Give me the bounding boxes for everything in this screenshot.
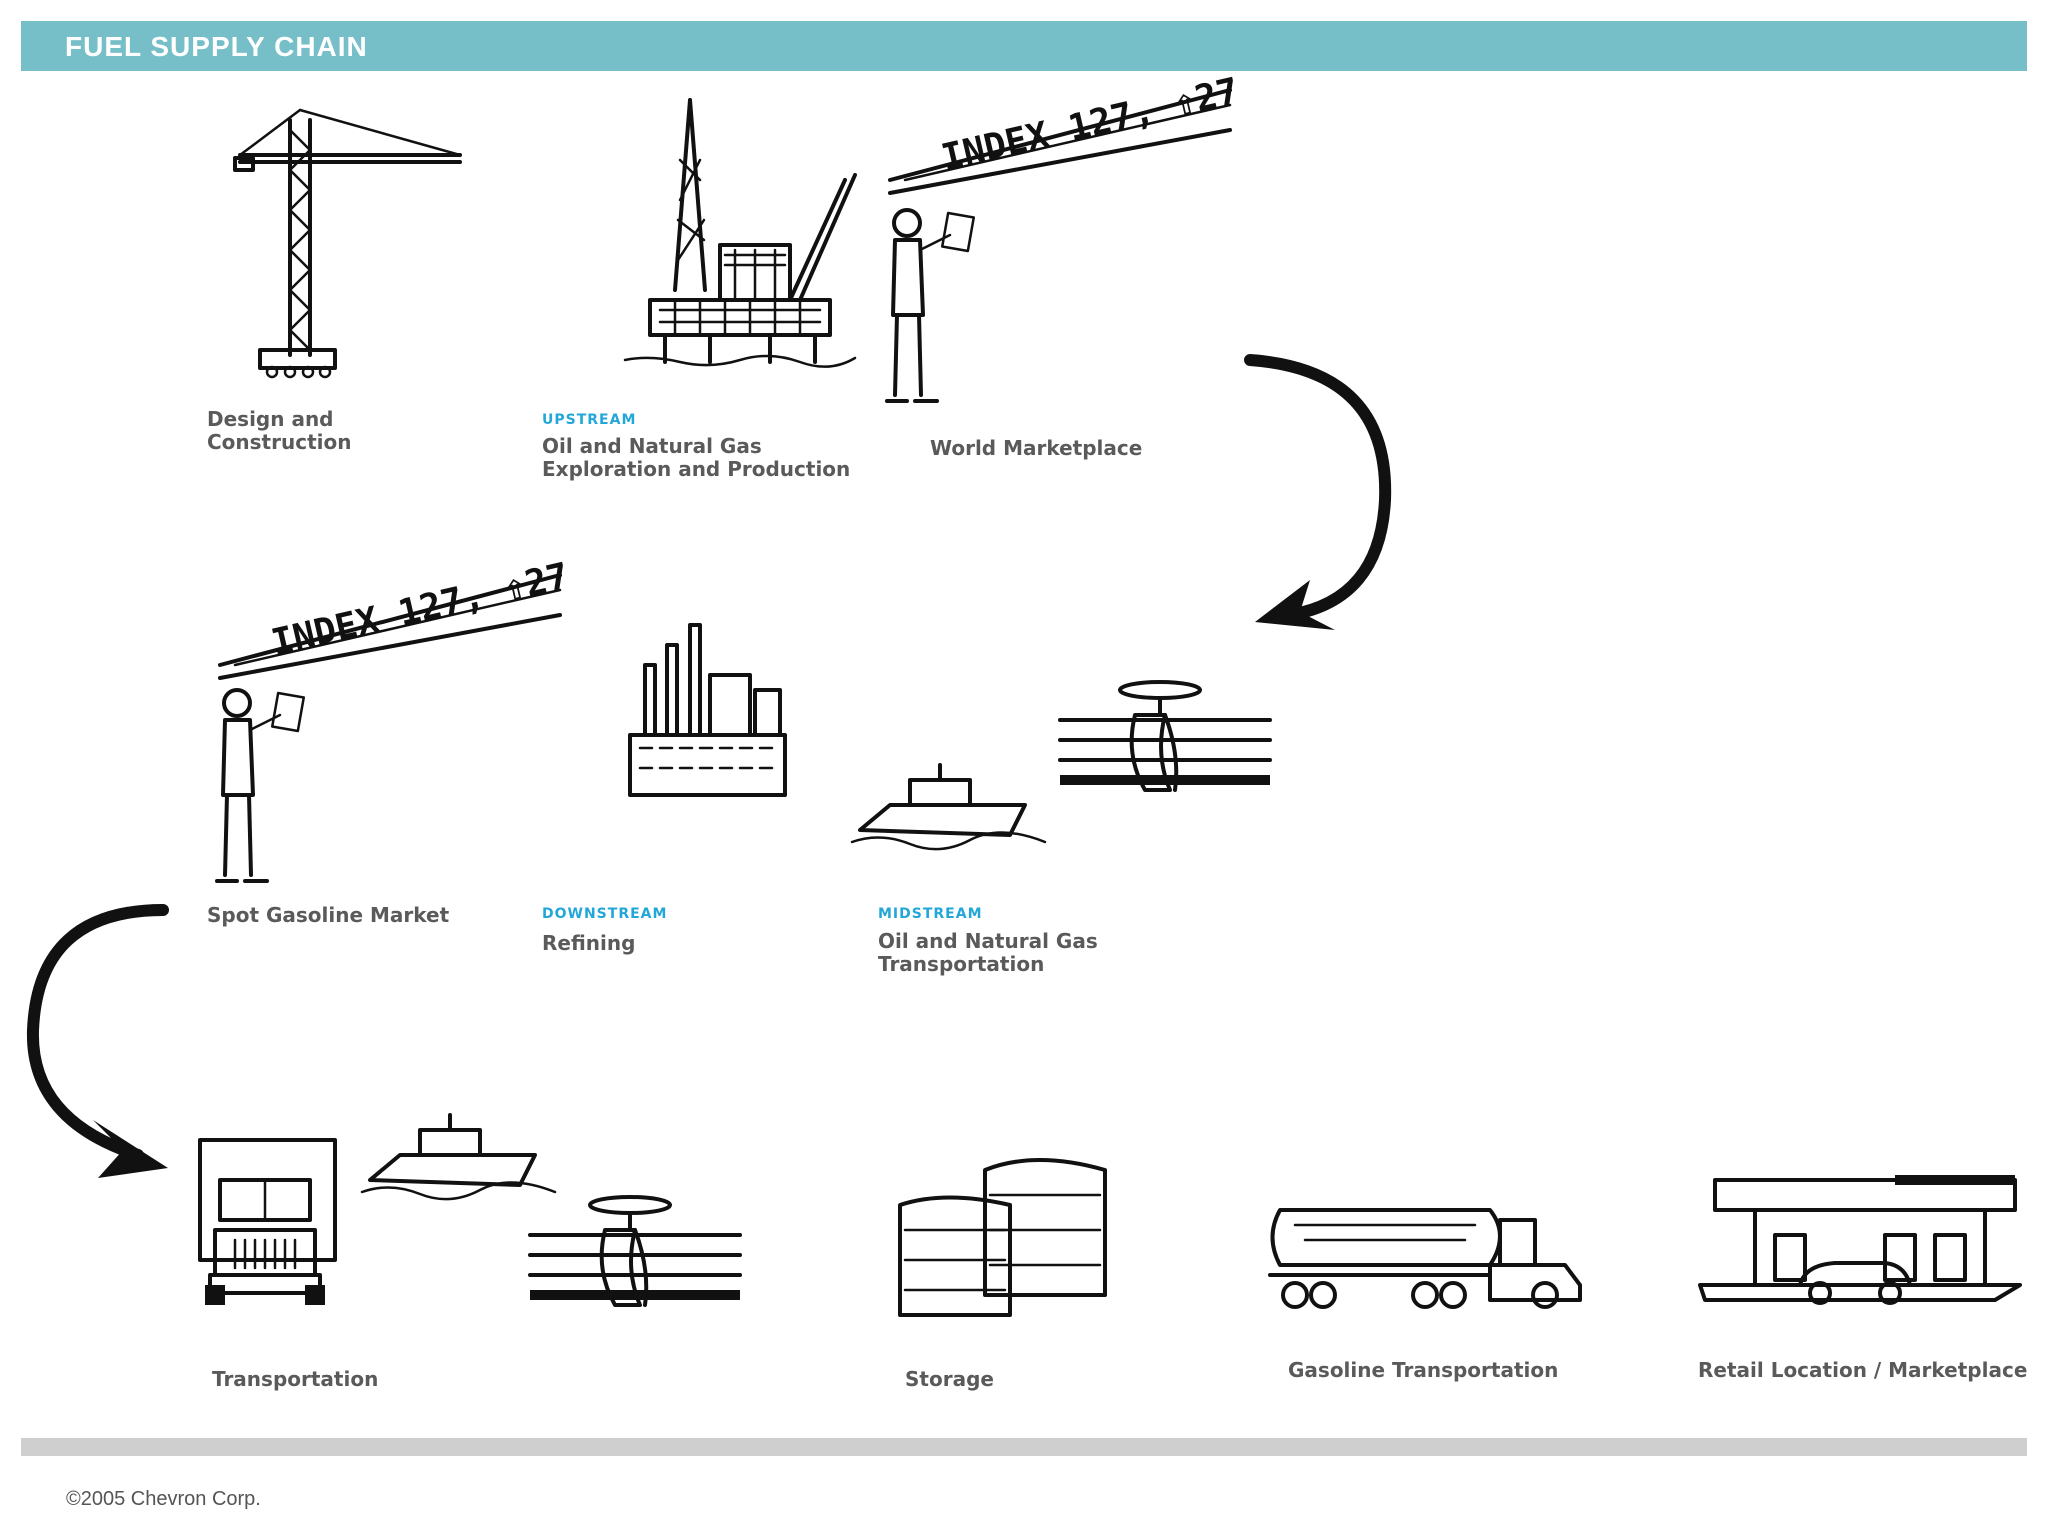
spot-market-ticker-text: INDEX 127, ⇧27 bbox=[268, 556, 573, 664]
pipeline-valve-icon bbox=[528, 1195, 742, 1307]
world-marketplace-label: World Marketplace bbox=[930, 436, 1143, 460]
spot-market-ticker-icon: INDEX 127, ⇧27 bbox=[218, 556, 573, 680]
downstream-label: DOWNSTREAM bbox=[542, 906, 668, 922]
midstream-transportation-label: Oil and Natural Gas Transportation bbox=[878, 929, 1098, 976]
curved-arrow-icon bbox=[26, 904, 169, 1178]
transportation-label: Transportation bbox=[212, 1367, 379, 1391]
gas-station-icon bbox=[1698, 1175, 2022, 1305]
footer-bar bbox=[21, 1438, 2027, 1456]
curved-arrow-icon bbox=[1244, 354, 1392, 630]
storage-label: Storage bbox=[905, 1367, 994, 1391]
businessman-icon bbox=[215, 688, 306, 883]
exploration-production-label: Oil and Natural Gas Exploration and Prod… bbox=[542, 434, 851, 481]
refinery-icon bbox=[628, 623, 787, 797]
world-market-ticker-text: INDEX 127, ⇧27 bbox=[938, 71, 1243, 179]
page-title: FUEL SUPPLY CHAIN bbox=[65, 31, 368, 62]
oil-platform-icon bbox=[623, 98, 857, 368]
header-bar: FUEL SUPPLY CHAIN bbox=[21, 21, 2027, 71]
fuel-tanker-truck-icon bbox=[1268, 1208, 1582, 1309]
refining-label: Refining bbox=[542, 931, 636, 955]
tanker-ship-icon bbox=[360, 1113, 557, 1201]
design-construction-label: Design and Construction bbox=[207, 407, 352, 454]
upstream-label: UPSTREAM bbox=[542, 412, 637, 428]
crane-icon bbox=[233, 108, 462, 379]
businessman-icon bbox=[885, 208, 976, 403]
midstream-label: MIDSTREAM bbox=[878, 906, 983, 922]
tanker-ship-icon bbox=[850, 763, 1047, 851]
pipeline-valve-icon bbox=[1058, 680, 1272, 792]
spot-gasoline-market-label: Spot Gasoline Market bbox=[207, 903, 450, 927]
copyright-text: ©2005 Chevron Corp. bbox=[66, 1488, 261, 1510]
retail-location-label: Retail Location / Marketplace bbox=[1698, 1358, 2028, 1382]
market-ticker-icon: INDEX 127, ⇧27 bbox=[888, 71, 1243, 195]
storage-tanks-icon bbox=[898, 1158, 1107, 1317]
truck-icon bbox=[198, 1138, 337, 1305]
gasoline-transportation-label: Gasoline Transportation bbox=[1288, 1358, 1559, 1382]
